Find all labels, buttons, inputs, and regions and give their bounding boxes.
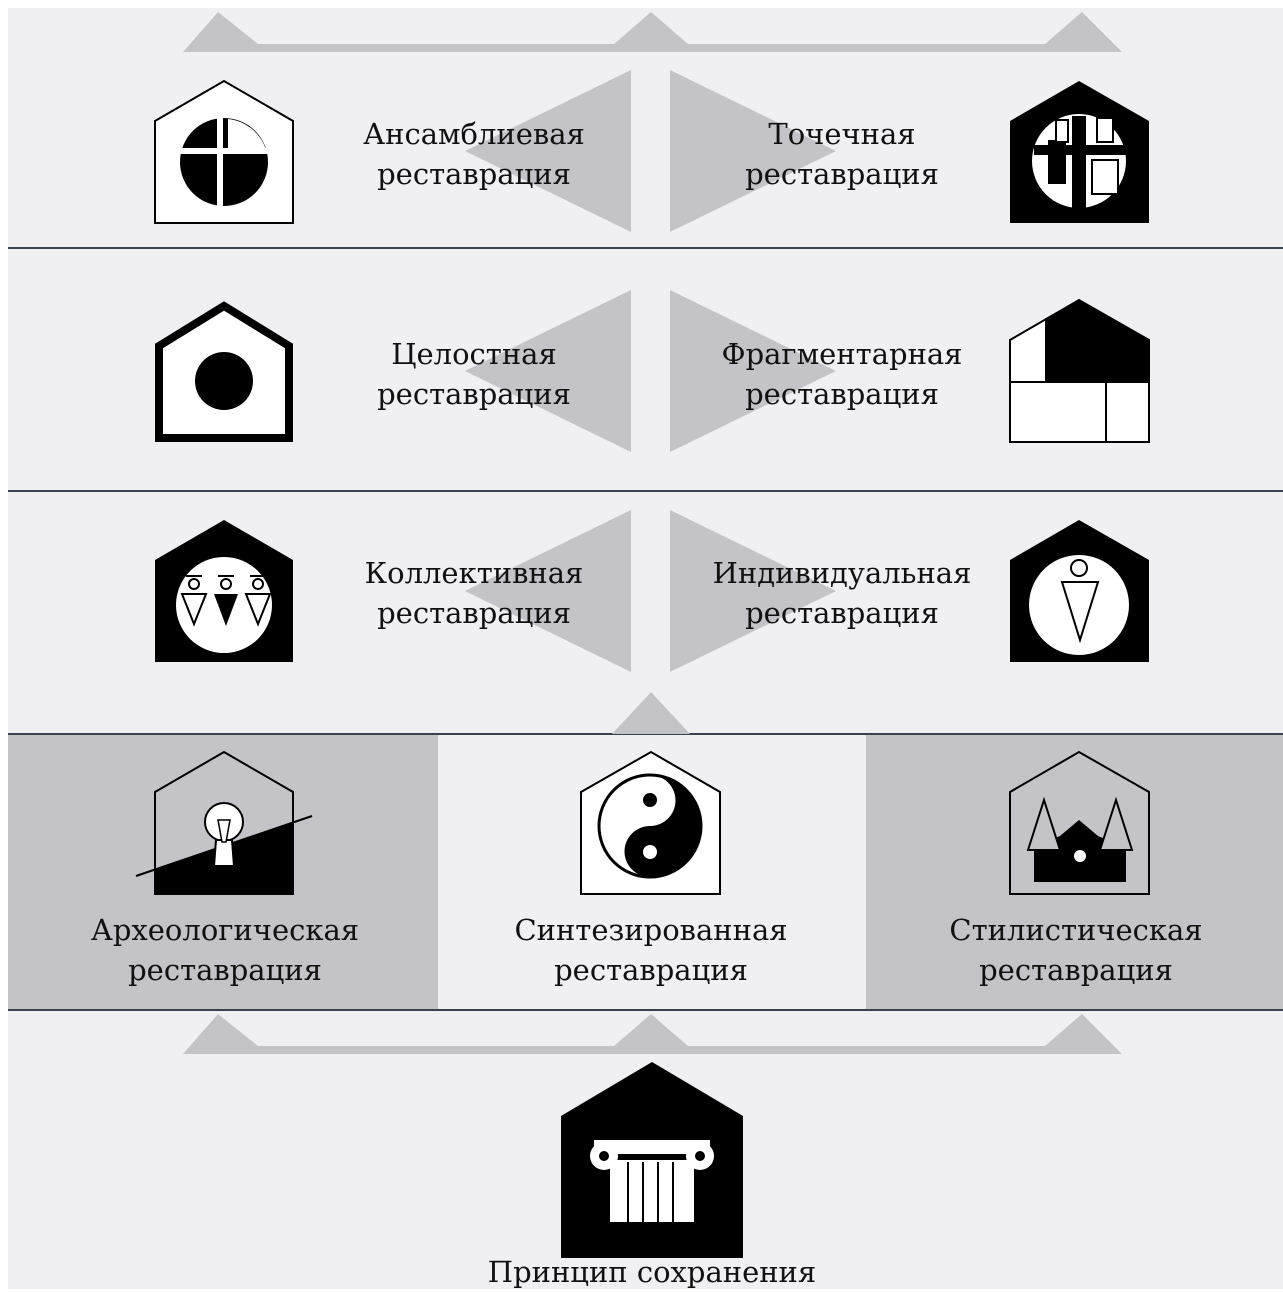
house-yin-yang-icon xyxy=(580,750,721,895)
house-grid-fragment-icon xyxy=(1009,298,1150,443)
label-point-restoration: Точечная реставрация xyxy=(745,117,939,191)
label-stylistic-restoration: Стилистическая реставрация xyxy=(949,913,1203,987)
label-holistic-restoration: Целостная реставрация xyxy=(377,337,571,411)
opposing-arrows-row-3 xyxy=(465,510,836,672)
label-synthesized-restoration: Синтезированная реставрация xyxy=(514,913,788,987)
top-bracket xyxy=(183,12,1122,52)
house-three-figures-icon xyxy=(155,520,293,662)
up-arrow xyxy=(612,692,690,734)
house-spires-icon xyxy=(1009,750,1150,895)
opposing-arrows-row-1 xyxy=(465,70,836,232)
label-archaeological-restoration: Археологическая реставрация xyxy=(90,913,360,987)
label-collective-restoration: Коллективная реставрация xyxy=(364,556,584,630)
opposing-arrows-row-2 xyxy=(465,290,836,452)
house-ionic-column-icon xyxy=(561,1062,743,1258)
house-cross-fragment-icon xyxy=(1010,81,1149,223)
label-individual-restoration: Индивидуальная реставрация xyxy=(712,556,972,630)
label-ensemble-restoration: Ансамблиевая реставрация xyxy=(363,117,585,191)
house-cross-circle-icon xyxy=(154,79,294,224)
house-dot-icon xyxy=(155,301,293,442)
bottom-bracket xyxy=(183,1014,1122,1054)
house-excavation-icon xyxy=(135,750,313,895)
house-single-figure-icon xyxy=(1010,520,1149,662)
label-fragmentary-restoration: Фрагментарная реставрация xyxy=(721,337,963,411)
label-preservation-principle: Принцип сохранения xyxy=(487,1255,817,1289)
